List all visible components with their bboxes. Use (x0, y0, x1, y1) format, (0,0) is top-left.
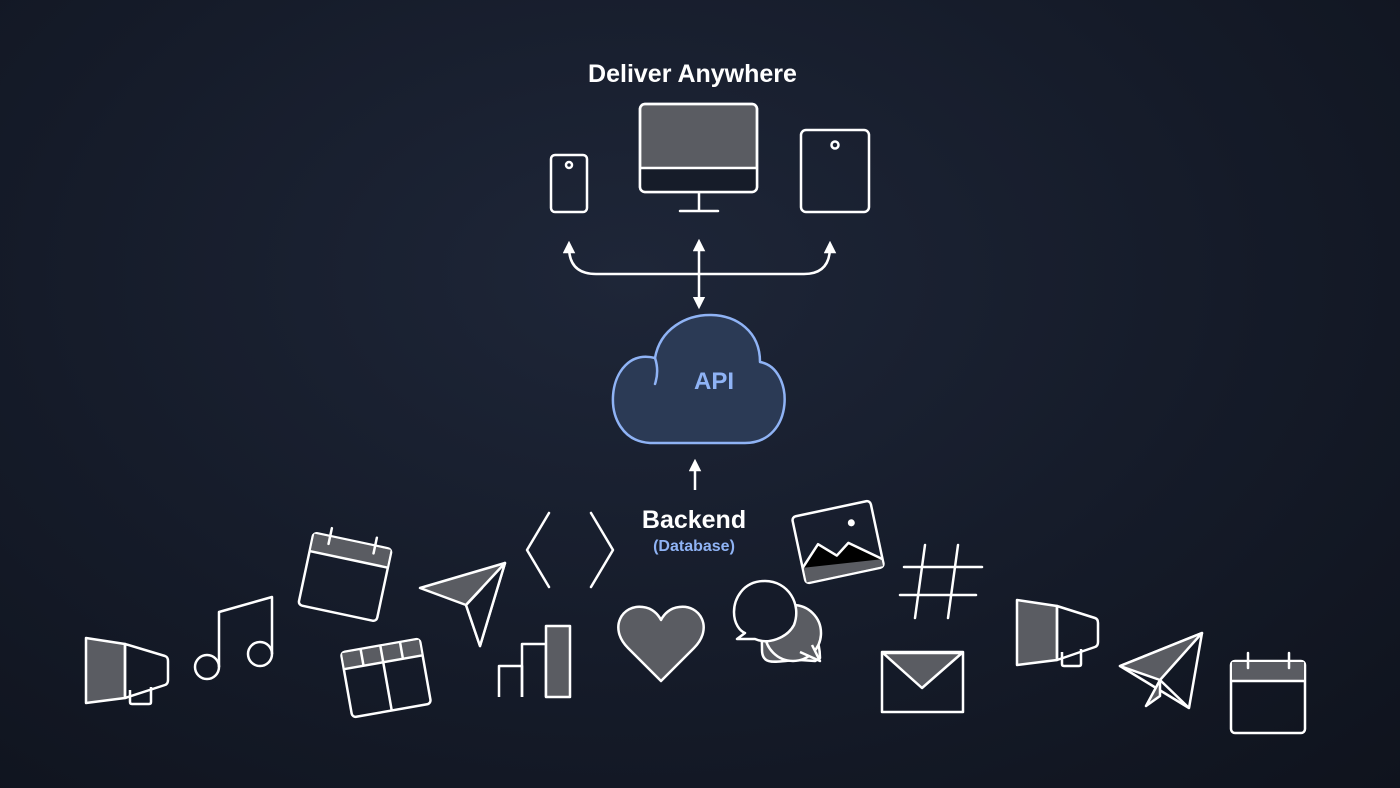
calendar-icon (1229, 651, 1307, 735)
music-note-icon (193, 595, 274, 681)
device-connector (562, 238, 837, 310)
backend-label: Backend (641, 506, 747, 534)
diagram-title: Deliver Anywhere (588, 60, 797, 88)
envelope-icon (880, 650, 965, 714)
heart-icon (617, 605, 705, 683)
api-label: API (693, 368, 734, 395)
bar-chart-icon (497, 624, 572, 699)
megaphone-icon (1015, 598, 1100, 668)
tablet-icon (799, 128, 871, 214)
desktop-monitor-icon (638, 102, 759, 213)
calendar-icon (297, 526, 393, 623)
code-brackets-icon (525, 511, 615, 589)
backend-sublabel: (Database) (653, 538, 735, 555)
chat-bubbles-icon (732, 579, 823, 663)
paper-plane-icon (1118, 631, 1204, 710)
table-icon (340, 637, 432, 719)
api-cloud-icon (611, 313, 786, 445)
megaphone-icon (84, 636, 170, 706)
send-arrow-icon (418, 561, 507, 648)
hashtag-icon (898, 543, 984, 620)
image-icon (791, 499, 885, 585)
phone-icon (549, 153, 589, 214)
